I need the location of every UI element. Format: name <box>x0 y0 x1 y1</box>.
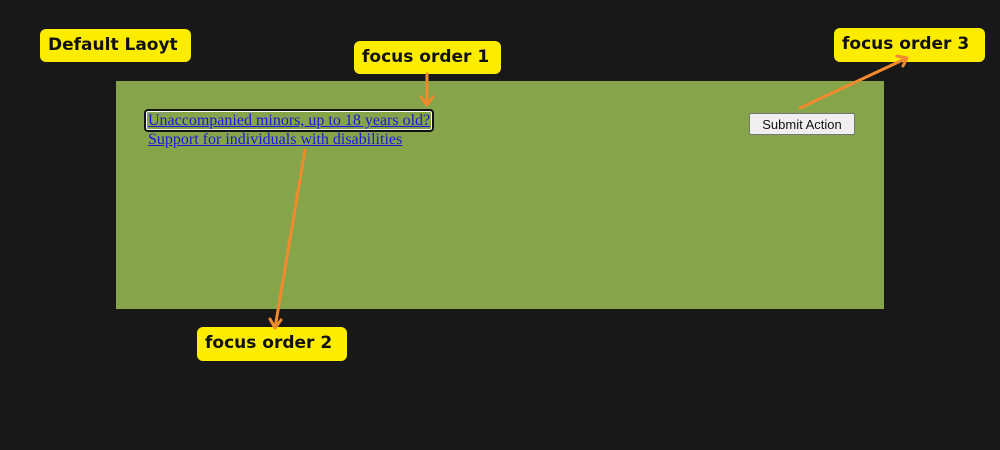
demo-panel: Unaccompanied minors, up to 18 years old… <box>116 81 884 309</box>
focus-order-2-label: focus order 2 <box>197 327 347 361</box>
layout-label: Default Laoyt <box>40 29 191 62</box>
disabilities-support-link[interactable]: Support for individuals with disabilitie… <box>148 131 403 148</box>
focus-order-1-label: focus order 1 <box>354 41 501 74</box>
focus-order-3-label: focus order 3 <box>834 28 985 62</box>
submit-action-button[interactable]: Submit Action <box>749 113 855 135</box>
link-list: Unaccompanied minors, up to 18 years old… <box>143 109 435 149</box>
unaccompanied-minors-link[interactable]: Unaccompanied minors, up to 18 years old… <box>143 109 435 132</box>
